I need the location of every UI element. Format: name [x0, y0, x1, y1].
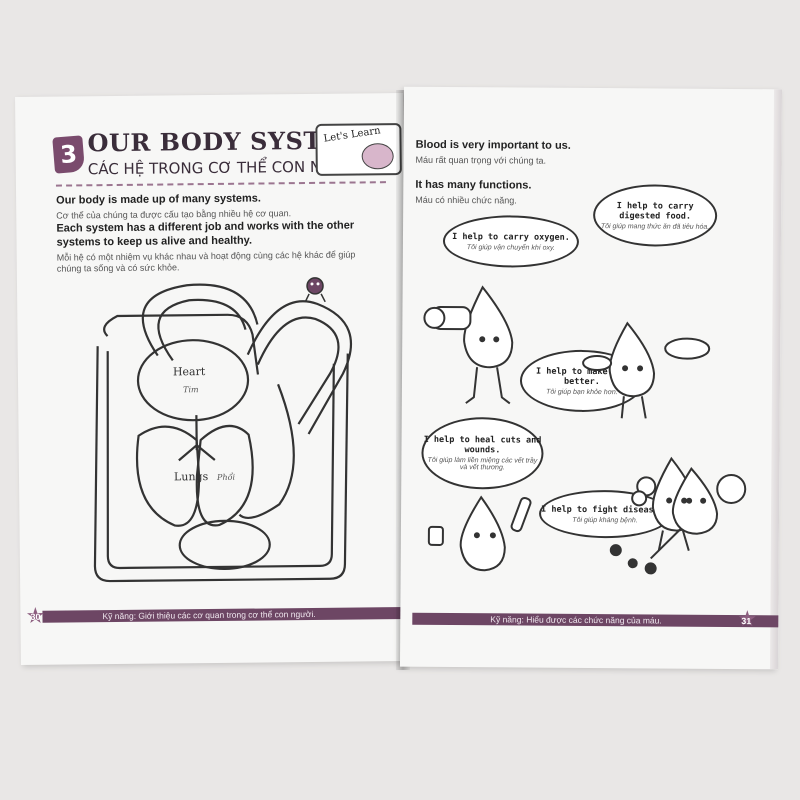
circulation-diagram: Heart Tim Lungs Phổi	[93, 277, 353, 583]
right-page-number: 31	[741, 616, 752, 627]
para1-en: Our body is made up of many systems.	[56, 192, 261, 207]
lungs-label: Lungs	[174, 470, 209, 483]
right-page: Blood is very important to us. Máu rất q…	[399, 86, 783, 670]
left-footer-bar: Kỹ năng: Giới thiệu các cơ quan trong cơ…	[42, 606, 409, 623]
intro2-en: It has many functions.	[415, 178, 532, 192]
right-footer-bar: Kỹ năng: Hiểu được các chức năng của máu…	[412, 612, 783, 628]
left-page: 3 OUR BODY SYSTEMS CÁC HỆ TRONG CƠ THỂ C…	[15, 92, 409, 666]
bubble-text-en: I help to carry digested food.	[616, 200, 694, 222]
lungs-label-vi: Phổi	[216, 473, 236, 482]
intro1-vi: Máu rất quan trọng với chúng ta.	[415, 154, 547, 166]
divider	[55, 181, 386, 187]
para2-vi: Mỗi hệ có một nhiệm vụ khác nhau và hoạt…	[56, 249, 356, 274]
lets-learn-badge: Let's Learn	[315, 123, 402, 176]
intro2-vi: Máu có nhiều chức năng.	[415, 194, 517, 206]
section-number-badge: 3	[52, 135, 86, 174]
intro1-en: Blood is very important to us.	[415, 138, 571, 152]
lets-learn-label: Let's Learn	[322, 125, 382, 145]
heart-label: Heart	[173, 365, 206, 378]
blood-cell-character-icon	[304, 277, 326, 303]
para2-en: Each system has a different job and work…	[56, 219, 355, 249]
heart-label-vi: Tim	[183, 385, 199, 394]
left-page-number: 30	[30, 611, 41, 622]
blood-drop-characters	[423, 285, 747, 575]
cartoon-face-icon	[361, 143, 394, 170]
